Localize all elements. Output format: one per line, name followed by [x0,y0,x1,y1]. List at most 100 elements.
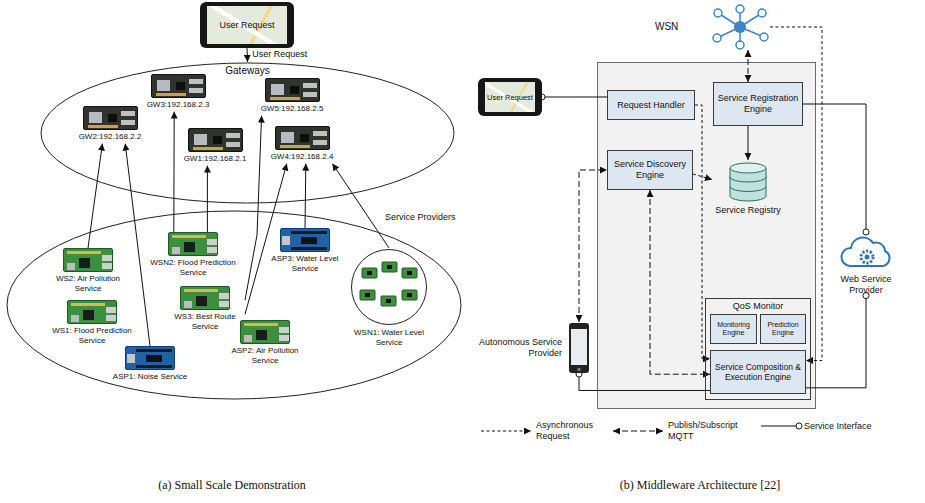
header [244,323,278,326]
node-label: WSN2: Flood Prediction Service [145,258,241,277]
node-label: GW4:192.168.2.4 [264,152,340,162]
node-label: Request Handler [617,100,685,111]
figure-caption: (a) Small Scale Demonstration [72,478,392,492]
network-dot [760,33,768,41]
sensor-board [402,268,417,278]
phone-node: Autonomous Service Provider [478,322,590,374]
node-label: Service Composition & Execution Engine [714,362,802,382]
ethernet-port [71,315,79,322]
interface-line [542,96,607,97]
connector-arrow [245,116,262,301]
header [291,231,327,234]
arduino-picture [125,346,175,370]
network-dot [714,9,722,17]
gateway-board: GW4:192.168.2.4 [264,126,340,164]
legend-item: Publish/Subscript MQTT [612,420,748,442]
node-label: GW2:192.168.2.2 [72,132,148,142]
node-label: ASP3: Water Level Service [265,254,345,273]
user-tablet: User Request [200,2,294,48]
node-label: WS3: Best Route Service [165,312,245,331]
connector-arrow [332,164,389,248]
legend-item: Service Interface [760,420,894,432]
gateway-board-picture [265,78,320,102]
usb-port [219,301,229,307]
tablet-screen: User Request [485,82,535,112]
sensor-network-picture [350,248,428,326]
port [121,111,135,116]
usb-port [106,307,116,313]
chip [256,330,267,340]
header [193,147,223,150]
middleware-box [598,63,816,409]
chip [301,237,317,244]
arduino-picture [280,228,330,252]
network-dot [736,41,744,49]
node-label: Service Registration Engine [717,93,799,115]
node-label: Prediction Engine [764,321,802,338]
heatsink [89,112,102,123]
chip [146,355,162,362]
sensor-chip [367,271,372,275]
cloud-node: Web Service Provider [826,232,906,296]
phone-screen [571,329,587,365]
cloud-icon [838,232,894,272]
chip [213,136,222,144]
port [121,120,135,125]
ethernet-port [172,247,180,254]
legend-label: Asynchronous Request [536,420,600,442]
caption-box: (a) Small Scale Demonstration [72,478,392,492]
node-label: Service Registry [712,205,784,216]
node-label: WSN [655,21,678,33]
chip [196,296,207,306]
service-board: WS2: Air Pollution Service [43,248,133,295]
sensor-node [360,290,375,300]
usb-port [106,315,116,321]
process-box: Service Registration Engine [713,82,803,126]
node-label: GW1:192.168.2.1 [177,154,253,164]
sensor-board [402,290,417,300]
gateway-board-picture [275,126,330,150]
node-label: WSN1: Water Level Service [344,328,434,347]
service-board: WSN2: Flood Prediction Service [145,232,241,279]
header [67,251,101,254]
tablet-screen: User Request [207,6,287,44]
process-box: Monitoring Engine [710,314,757,344]
raspberry-pi-picture [63,248,113,272]
sensor-chip [407,293,412,297]
port [303,92,317,97]
interface-line [806,296,866,388]
gateway-board: GW1:192.168.2.1 [177,128,253,166]
legend-sample [480,425,532,437]
network-icon [710,4,770,50]
usb-port [102,255,112,261]
connector-arrow [695,105,710,359]
service-board: ASP1: Noise Service [108,346,192,384]
port [303,83,317,88]
raspberry-pi-picture [168,232,218,256]
node-label: ASP1: Noise Service [108,372,192,382]
figure-caption: (b) Middleware Architecture [22] [540,478,860,492]
sensor-board [381,296,396,306]
node-label: Web Service Provider [826,274,906,296]
edge-label: User Request [251,49,308,60]
ethernet-port [244,335,252,342]
service-board: ASP2: Air Pollution Service [223,320,307,367]
network-dot [713,34,721,42]
header [291,247,327,250]
ellipse-outline [41,63,454,203]
database-ring [730,177,766,182]
service-board: WS1: Flood Prediction Service [47,300,137,347]
network-dot [736,5,744,13]
gear-teeth [861,251,873,263]
connector-arrow [579,170,607,322]
chip [300,134,309,142]
connector-arrow [748,50,749,82]
user-tablet: User Request [478,78,542,116]
header [136,365,172,368]
gateway-board: GW2:192.168.2.2 [72,106,148,144]
chip [176,82,185,90]
gateway-board: GW3:192.168.2.3 [140,74,216,112]
gear-hub [865,255,870,260]
legend-sample [612,425,664,437]
